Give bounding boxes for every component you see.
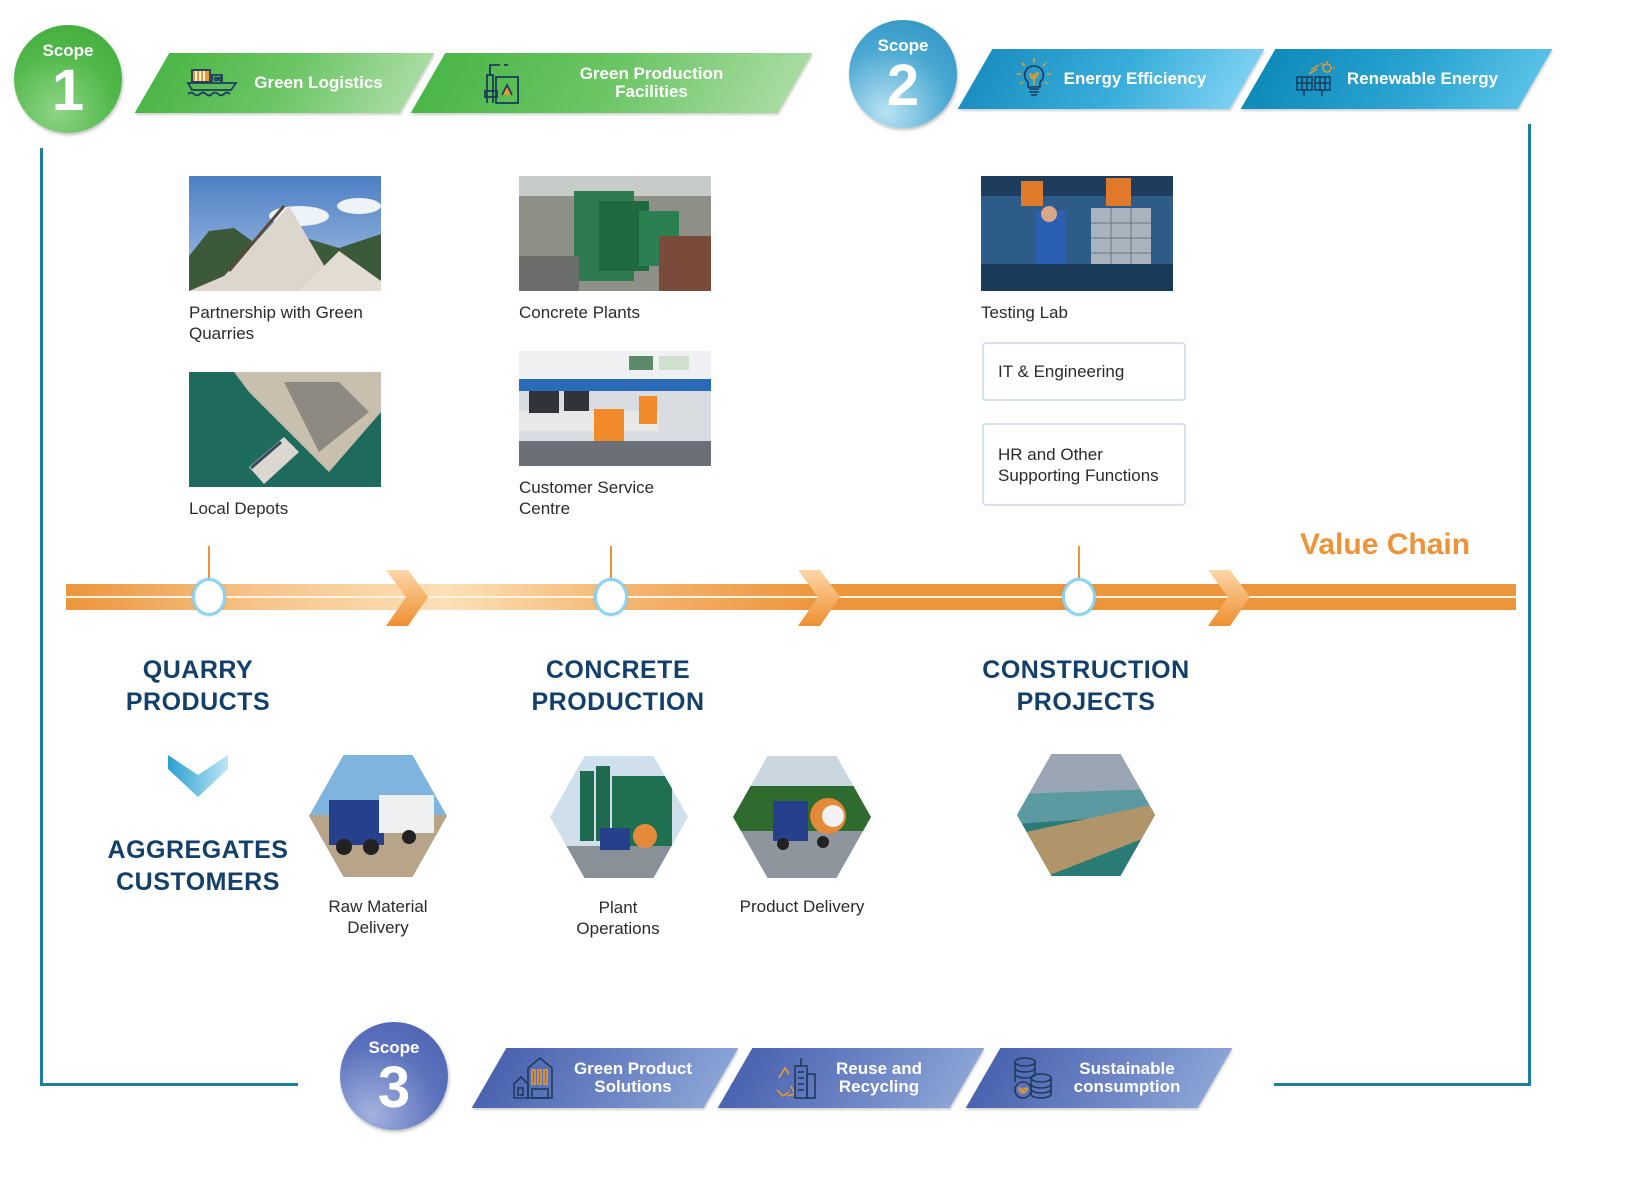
caption-plant-operations: Plant Operations [548,897,688,939]
recycle-building-icon [773,1056,817,1100]
banner-sustainable-consumption: Sustainable consumption [965,1048,1233,1108]
scope-1-badge: Scope 1 [14,25,122,133]
frame-bottom-right-line [1274,1083,1531,1086]
frame-bottom-left-line [40,1083,298,1086]
stage-3-title-line2: PROJECTS [1016,688,1156,716]
stage-1-title-line2: PRODUCTS [125,688,271,716]
scope-3-badge: Scope 3 [340,1022,448,1130]
caption-customer-service-centre: Customer Service Centre [519,478,655,518]
scope-3-label: Scope [368,1038,420,1057]
aggregates-customers-title: AGGREGATES CUSTOMERS [98,834,298,898]
stage-3-tick [1078,546,1080,581]
scope-1-label: Scope [42,41,94,60]
scope-2-badge: Scope 2 [849,20,957,128]
stage-title-construction-projects: CONSTRUCTION PROJECTS [966,654,1206,718]
lightbulb-leaf-icon [1016,57,1052,101]
coin-stack-icon [1011,1056,1055,1100]
renewable-energy-label: Renewable Energy [1346,69,1499,88]
box-it-engineering: IT & Engineering [982,342,1186,401]
raw-material-line2: Delivery [347,918,409,937]
caption-concrete-plants: Concrete Plants [519,303,640,322]
hex-product-delivery [733,756,871,878]
raw-material-line1: Raw Material [328,897,428,916]
scope-2-number: 2 [886,53,920,118]
hr-supporting-label: HR and Other Supporting Functions [998,444,1159,485]
caption-green-quarries: Partnership with Green Quarries [189,303,363,343]
cargo-ship-icon [186,68,242,98]
reuse-recycling-label: Reuse and Recycling [836,1059,922,1096]
banner-green-production-facilities: Green Production Facilities [410,53,813,113]
stage-2-title-line1: CONCRETE [545,656,691,684]
stage-title-quarry-products: QUARRY PRODUCTS [98,654,298,718]
stage-title-concrete-production: CONCRETE PRODUCTION [508,654,728,718]
it-engineering-label: IT & Engineering [998,362,1125,381]
stage-2-tick [610,546,612,581]
stage-3-node [1062,578,1096,616]
sustainable-consumption-label: Sustainable consumption [1073,1059,1181,1096]
caption-product-delivery: Product Delivery [722,896,882,917]
caption-testing-lab: Testing Lab [981,303,1068,322]
hex-raw-material-delivery [309,755,447,877]
stage-2-node [594,578,628,616]
value-chain-label: Value Chain [1300,528,1471,561]
banner-renewable-energy: Renewable Energy [1240,49,1553,109]
photo-testing-lab [981,176,1173,291]
scope-2-label: Scope [877,36,929,55]
photo-customer-service-centre [519,351,711,466]
stage-1-title-line1: QUARRY [142,656,254,684]
hex-construction-projects [1017,754,1155,876]
stage-3-title-line1: CONSTRUCTION [982,656,1190,684]
value-chain-chevron-2 [798,570,840,626]
frame-right-line [1528,124,1531,1086]
value-chain-chevron-1 [386,570,428,626]
stage-2-title-line2: PRODUCTION [531,688,705,716]
plant-line2: Operations [576,919,660,938]
customers-line: CUSTOMERS [116,868,280,896]
stage-1-node [192,578,226,616]
energy-efficiency-label: Energy Efficiency [1063,69,1207,88]
product-delivery-line1: Product Delivery [739,897,865,916]
photo-green-quarries [189,176,381,291]
scope-1-number: 1 [51,58,85,123]
banner-reuse-recycling: Reuse and Recycling [717,1048,985,1108]
solar-panel-icon [1295,61,1335,97]
chevron-down-icon [168,755,228,797]
frame-left-line [40,148,43,1086]
green-building-icon [512,1056,556,1100]
plant-line1: Plant [598,898,638,917]
banner-green-logistics: Green Logistics [134,53,435,113]
photo-local-depots [189,372,381,487]
banner-green-product-solutions: Green Product Solutions [471,1048,739,1108]
photo-concrete-plants [519,176,711,291]
aggregates-line: AGGREGATES [107,836,289,864]
green-production-label: Green Production Facilities [579,64,724,101]
green-product-solutions-label: Green Product Solutions [573,1059,693,1096]
stage-1-tick [208,546,210,581]
box-hr-supporting-functions: HR and Other Supporting Functions [982,423,1186,506]
factory-icon [482,61,522,105]
scope-3-number: 3 [377,1055,411,1120]
value-chain-chevron-3 [1208,570,1250,626]
hex-plant-operations [550,756,688,878]
caption-raw-material-delivery: Raw Material Delivery [308,896,448,938]
caption-local-depots: Local Depots [189,499,289,518]
value-chain-arrow [66,570,1516,626]
banner-energy-efficiency: Energy Efficiency [957,49,1265,109]
green-logistics-label: Green Logistics [254,73,383,92]
